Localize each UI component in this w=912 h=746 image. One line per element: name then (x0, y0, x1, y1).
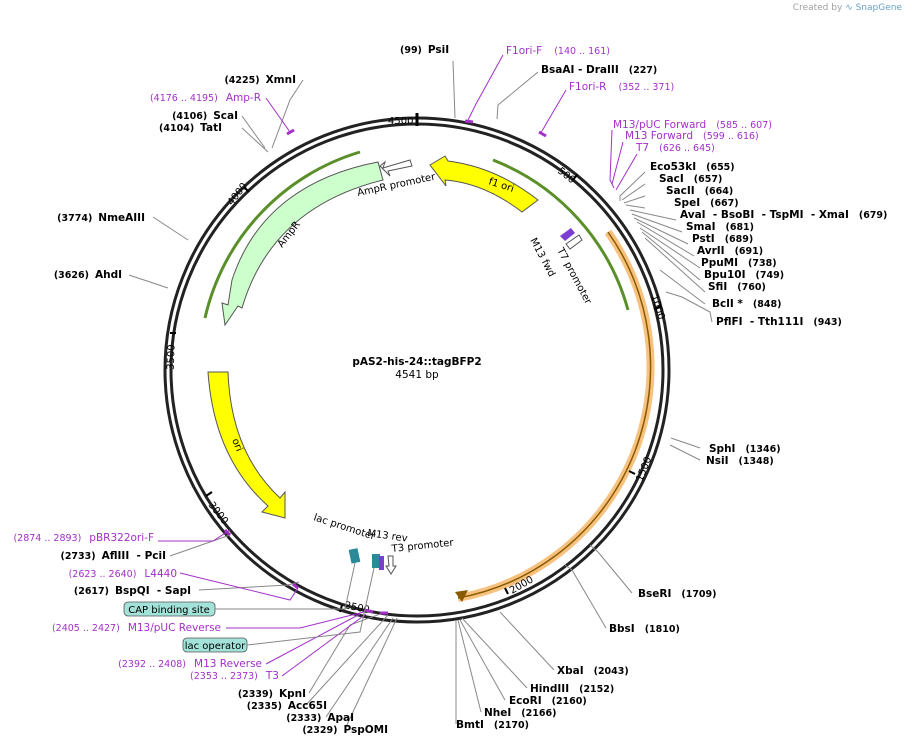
feature-f1ori-f[interactable]: F1ori-F(140 .. 161) (506, 45, 610, 57)
feature-amp-r[interactable]: (4176 .. 4195)Amp-R (150, 92, 261, 104)
feature-pbr322ori-f[interactable]: (2874 .. 2893)pBR322ori-F (13, 532, 154, 544)
cap-binding-site-label: CAP binding site (128, 605, 210, 616)
feature-t3[interactable]: (2353 .. 2373)T3 (190, 670, 279, 682)
enzyme-xmni[interactable]: (4225)XmnI (224, 74, 296, 86)
enzyme-spei[interactable]: SpeI(667) (674, 197, 739, 209)
lac-operator-leader (246, 567, 375, 646)
cap-site-box (348, 548, 361, 564)
feature-f1ori-r[interactable]: F1ori-R(352 .. 371) (569, 81, 674, 93)
ori-label: ori (229, 437, 244, 453)
feature-leader-lines (158, 54, 638, 677)
tick-mark-500 (571, 174, 578, 182)
tick-500: 500 (555, 166, 577, 186)
enzyme-saci[interactable]: SacI(657) (659, 173, 722, 185)
enzyme-xbai[interactable]: XbaI(2043) (557, 665, 629, 677)
feature-l4440[interactable]: (2623 .. 2640)L4440 (69, 568, 177, 580)
enzyme-bbsi[interactable]: BbsI(1810) (609, 623, 680, 635)
tick-1500: 1500 (635, 455, 655, 483)
tick-mark-2000 (504, 587, 509, 595)
enzyme-nsii[interactable]: NsiI(1348) (706, 455, 774, 467)
m13-fwd-feature (560, 228, 575, 241)
plasmid-name: pAS2-his-24::tagBFP2 (352, 356, 481, 368)
t3-promoter-arrow (385, 555, 397, 575)
snapgene-credit: Created by ∿ SnapGene (793, 3, 902, 13)
m13-fwd-label: M13 fwd (527, 236, 557, 279)
enzyme-scai[interactable]: (4106)ScaI (172, 110, 238, 122)
enzyme-ppumi[interactable]: PpuMI(738) (701, 257, 777, 269)
enzyme-labels-right: (99)PsiI BsaAI - DraIII(227) Eco53kI(655… (400, 44, 887, 731)
ampr-promoter-arrow (379, 159, 413, 177)
enzyme-smai[interactable]: SmaI(681) (686, 221, 754, 233)
feature-m13-puc-reverse[interactable]: (2405 .. 2427)M13/pUC Reverse (52, 622, 221, 634)
feature-labels: F1ori-F(140 .. 161) F1ori-R(352 .. 371) … (13, 45, 772, 682)
enzyme-hindiii[interactable]: HindIII(2152) (530, 683, 614, 695)
enzyme-ecori[interactable]: EcoRI(2160) (509, 695, 587, 707)
enzyme-apai[interactable]: (2333)ApaI (286, 712, 354, 724)
lac-operator-box (372, 554, 380, 568)
credit-text: Created by (792, 3, 843, 13)
m13-rev-box (379, 556, 384, 570)
tick-4500: 4500 (388, 116, 413, 127)
enzyme-bpu10i[interactable]: Bpu10I(749) (704, 269, 784, 281)
enzyme-avai-group[interactable]: AvaI - BsoBI - TspMI - XmaI(679) (680, 209, 887, 221)
enzyme-sfii[interactable]: SfiI(760) (708, 281, 766, 293)
t7-promoter-feature (565, 234, 583, 250)
enzyme-psii[interactable]: (99)PsiI (400, 44, 449, 56)
tick-mark-4000 (243, 186, 250, 193)
feature-m13-reverse[interactable]: (2392 .. 2408)M13 Reverse (118, 658, 262, 670)
feature-m13-forward[interactable]: M13 Forward(599 .. 616) (625, 130, 759, 142)
enzyme-nhei[interactable]: NheI(2166) (484, 707, 556, 719)
enzyme-leader-lines (128, 60, 713, 730)
ampr-arrow (221, 161, 384, 327)
t7-promoter-label: T7 promoter (554, 245, 594, 307)
cap-leader (215, 562, 356, 610)
feature-t7[interactable]: T7(626 .. 645) (635, 142, 715, 154)
enzyme-sphi[interactable]: SphI(1346) (709, 443, 781, 455)
enzyme-bmti[interactable]: BmtI(2170) (456, 719, 529, 731)
enzyme-bseri[interactable]: BseRI(1709) (638, 588, 717, 600)
enzyme-pflfi[interactable]: PflFI - Tth111I(943) (716, 316, 842, 328)
lac-operator-label: lac operator (185, 641, 246, 652)
enzyme-nmeaiii[interactable]: (3774)NmeAIII (57, 212, 145, 224)
brand-text: SnapGene (855, 3, 902, 13)
enzyme-avrii[interactable]: AvrII(691) (697, 245, 763, 257)
enzyme-tati[interactable]: (4104)TatI (159, 122, 222, 134)
enzyme-psti[interactable]: PstI(689) (692, 233, 753, 245)
enzyme-acc65i[interactable]: (2335)Acc65I (247, 700, 327, 712)
enzyme-bsaai[interactable]: BsaAI - DraIII(227) (541, 64, 657, 76)
orf-arc-core (457, 231, 652, 599)
tick-3500: 3500 (166, 344, 178, 370)
enzyme-kpni[interactable]: (2339)KpnI (238, 688, 306, 700)
feature-m13-puc-forward[interactable]: M13/pUC Forward(585 .. 607) (613, 119, 772, 131)
tick-mark-1000 (653, 305, 662, 310)
enzyme-eco53ki[interactable]: Eco53kI(655) (650, 161, 735, 173)
green-arc-right (492, 158, 630, 311)
snapgene-logo: ∿ SnapGene (845, 3, 902, 13)
enzyme-ahdi[interactable]: (3626)AhdI (54, 269, 122, 281)
enzyme-pspomi[interactable]: (2329)PspOMI (302, 724, 388, 736)
tick-mark-1500 (628, 470, 636, 475)
enzyme-afliii[interactable]: (2733)AflIII - PciI (60, 550, 166, 562)
feature-ticks (223, 119, 547, 615)
enzyme-labels-left: (4225)XmnI (4106)ScaI (4104)TatI (3774)N… (54, 74, 388, 736)
enzyme-bspqi[interactable]: (2617)BspQI - SapI (74, 585, 191, 597)
tick-mark-3000 (205, 491, 213, 497)
enzyme-bcli[interactable]: BclI *(848) (712, 298, 781, 310)
plasmid-size: 4541 bp (395, 369, 439, 381)
ori-arrow (207, 371, 286, 519)
orf-arrowhead (455, 590, 468, 602)
f1-ori-arrow (429, 155, 539, 213)
boxed-labels: CAP binding site lac operator (123, 562, 375, 653)
green-arc-left (203, 150, 361, 319)
enzyme-sacii[interactable]: SacII(664) (666, 185, 733, 197)
